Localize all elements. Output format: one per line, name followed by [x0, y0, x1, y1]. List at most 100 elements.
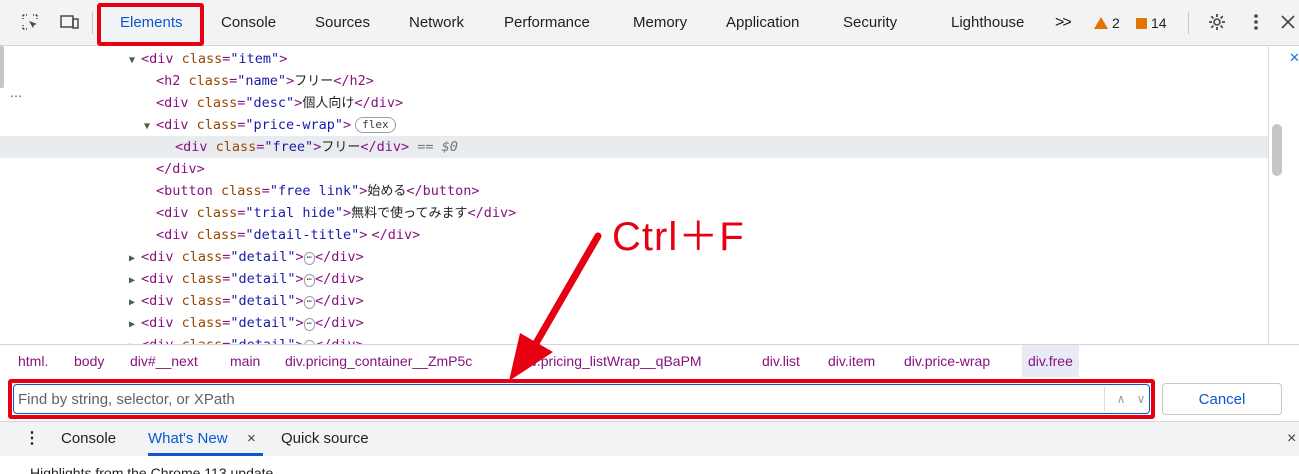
- more-options-icon[interactable]: [1244, 10, 1268, 34]
- attribute-name: class: [181, 51, 223, 67]
- tab-lighthouse[interactable]: Lighthouse: [951, 14, 1025, 31]
- warnings-badge[interactable]: 2: [1094, 0, 1120, 46]
- attribute-name: class: [181, 271, 223, 287]
- left-resize-handle[interactable]: [0, 46, 4, 88]
- attribute-name: class: [181, 249, 223, 265]
- panel-divider: [1268, 46, 1269, 344]
- tab-security[interactable]: Security: [843, 14, 898, 31]
- tag-close-bracket: >: [295, 249, 304, 265]
- close-devtools-icon[interactable]: [1276, 10, 1299, 34]
- drawer-menu-icon[interactable]: ⋮: [24, 430, 40, 447]
- drawer-tab-console[interactable]: Console: [61, 430, 117, 447]
- attribute-value: "detail": [230, 315, 296, 331]
- tag-close-bracket: >: [295, 315, 304, 331]
- cancel-button[interactable]: Cancel: [1162, 383, 1282, 415]
- tab-memory[interactable]: Memory: [633, 14, 688, 31]
- drawer-tab-whats-new[interactable]: What's New: [148, 430, 228, 447]
- breadcrumb-item[interactable]: div.list: [762, 353, 800, 369]
- selected-node-menu-icon[interactable]: ⋯: [10, 89, 22, 103]
- close-drawer-icon[interactable]: ×: [1287, 430, 1297, 447]
- search-next-button[interactable]: ∨: [1136, 392, 1146, 406]
- tree-scrollbar[interactable]: [1272, 124, 1282, 176]
- breadcrumb-item[interactable]: div.item: [828, 353, 876, 369]
- tab-performance[interactable]: Performance: [504, 14, 590, 31]
- find-bar: ∧ ∨ Cancel: [0, 377, 1299, 421]
- collapse-arrow-icon[interactable]: ▼: [129, 55, 136, 66]
- expand-arrow-icon[interactable]: ▶: [129, 297, 136, 308]
- inspect-element-icon[interactable]: [18, 10, 42, 34]
- breadcrumb-item[interactable]: body: [74, 353, 105, 369]
- attribute-equals: =: [222, 271, 231, 287]
- attribute-equals: =: [222, 293, 231, 309]
- flex-badge[interactable]: flex: [355, 117, 396, 133]
- tag-open: <div: [141, 51, 182, 67]
- tree-node[interactable]: <div class="detail-title"> </div>: [0, 224, 1268, 246]
- breadcrumb-item-current[interactable]: div.free: [1022, 345, 1079, 377]
- tree-node[interactable]: </div>: [0, 158, 1268, 180]
- tag-close-bracket: >: [359, 227, 368, 243]
- attribute-equals: =: [261, 183, 270, 199]
- issues-badge[interactable]: 14: [1136, 0, 1167, 46]
- attribute-equals: =: [222, 337, 230, 344]
- collapsed-content-icon[interactable]: ⋯: [303, 296, 316, 309]
- sidebar-toggle-icon[interactable]: ✕: [1289, 50, 1299, 65]
- tree-node[interactable]: <h2 class="name">フリー</h2>: [0, 70, 1268, 92]
- attribute-value: "name": [237, 73, 287, 89]
- collapsed-content-icon[interactable]: ⋯: [303, 274, 316, 287]
- expand-arrow-icon[interactable]: ▶: [129, 275, 136, 286]
- breadcrumb-item[interactable]: main: [230, 353, 261, 369]
- tab-application[interactable]: Application: [726, 14, 800, 31]
- expand-arrow-icon[interactable]: ▶: [129, 253, 136, 264]
- attribute-value: "detail": [230, 293, 296, 309]
- attribute-equals: =: [222, 51, 231, 67]
- breadcrumb-item[interactable]: div#__next: [130, 353, 198, 369]
- tree-node[interactable]: <div class="desc">個人向け</div>: [0, 92, 1268, 114]
- node-text: 始める: [367, 184, 407, 199]
- attribute-value: "free link": [269, 183, 360, 199]
- close-tab-icon[interactable]: ×: [247, 430, 256, 447]
- tree-node[interactable]: ▶<div class="detail">⋯</div>: [0, 312, 1268, 334]
- tree-node[interactable]: ▼<div class="item">: [0, 48, 1268, 70]
- drawer-tab-quick-source[interactable]: Quick source: [281, 430, 369, 447]
- attribute-name: class: [215, 139, 257, 155]
- collapse-arrow-icon[interactable]: ▼: [144, 121, 151, 132]
- elements-tree[interactable]: ▼<div class="item"><h2 class="name">フリー<…: [0, 46, 1299, 344]
- search-highlight: [8, 379, 1155, 419]
- tree-node[interactable]: ▶<div class="detail">⋯</div>: [0, 290, 1268, 312]
- breadcrumb-item[interactable]: div.price-wrap: [904, 353, 991, 369]
- tag-open: <div: [156, 205, 197, 221]
- tag-open: <div: [175, 139, 216, 155]
- search-prev-button[interactable]: ∧: [1116, 392, 1126, 406]
- tag-open: <div: [156, 117, 197, 133]
- collapsed-content-icon[interactable]: ⋯: [303, 252, 316, 265]
- issues-icon: [1136, 17, 1147, 29]
- tab-console[interactable]: Console: [221, 14, 277, 31]
- selected-node-marker: == $0: [409, 139, 458, 155]
- device-toolbar-icon[interactable]: [58, 10, 82, 34]
- attribute-value: "desc": [245, 95, 295, 111]
- breadcrumb-item[interactable]: html.: [18, 353, 49, 369]
- search-input[interactable]: [18, 388, 1088, 410]
- tab-sources[interactable]: Sources: [315, 14, 371, 31]
- breadcrumb-item[interactable]: div.pricing_container__ZmP5c: [285, 353, 473, 369]
- tree-node[interactable]: <div class="free">フリー</div> == $0: [0, 136, 1268, 158]
- tree-node[interactable]: <div class="trial hide">無料で使ってみます</div>: [0, 202, 1268, 224]
- expand-arrow-icon[interactable]: ▶: [129, 319, 136, 330]
- expand-arrow-icon[interactable]: ▶: [129, 336, 141, 344]
- tree-node[interactable]: ▼<div class="price-wrap">flex: [0, 114, 1268, 136]
- tab-elements[interactable]: Elements: [120, 14, 183, 31]
- breadcrumb-item[interactable]: div.pricing_listWrap__qBaPM: [520, 353, 702, 369]
- tag-end: </button>: [406, 183, 480, 199]
- more-tabs-button[interactable]: >>: [1055, 14, 1072, 31]
- attribute-name: class: [181, 315, 223, 331]
- tree-node[interactable]: <button class="free link">始める</button>: [0, 180, 1268, 202]
- tab-network[interactable]: Network: [409, 14, 465, 31]
- annotation-label: Ctrl＋F: [612, 215, 745, 259]
- settings-gear-icon[interactable]: [1205, 10, 1229, 34]
- tree-node[interactable]: ▶<div class="detail">⋯</div>: [0, 268, 1268, 290]
- breadcrumb: html. body div#__next main div.pricing_c…: [0, 344, 1299, 377]
- tree-node[interactable]: ▶<div class="detail">⋯</div>: [0, 334, 1268, 344]
- collapsed-content-icon[interactable]: ⋯: [303, 318, 316, 331]
- tag-close-bracket: >: [279, 51, 288, 67]
- tree-node[interactable]: ▶<div class="detail">⋯</div>: [0, 246, 1268, 268]
